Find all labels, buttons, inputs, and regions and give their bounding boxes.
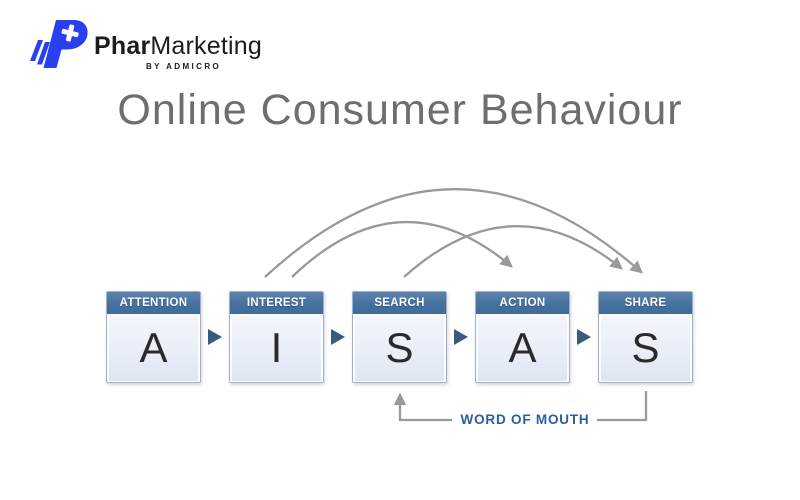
brand-text: PharMarketing BY ADMICRO — [94, 32, 262, 71]
brand-tagline: BY ADMICRO — [146, 62, 222, 71]
wom-left-connector — [393, 392, 452, 422]
stage-letter: A — [508, 323, 537, 371]
stage-label: ACTION — [476, 292, 569, 314]
pharmarketing-p-icon — [30, 20, 88, 68]
word-of-mouth-label: WORD OF MOUTH — [460, 412, 590, 427]
flow-arrow-icon — [454, 329, 468, 345]
arc-interest-to-share — [264, 188, 643, 278]
brand-name-bold: Phar — [94, 32, 151, 60]
wom-right-connector — [597, 391, 648, 422]
stage-box-action: ACTION A — [475, 291, 570, 383]
flow-arrow-icon — [208, 329, 222, 345]
stage-box-interest: INTEREST I — [229, 291, 324, 383]
stage-letter: S — [385, 323, 414, 371]
stage-label: INTEREST — [230, 292, 323, 314]
stage-label: ATTENTION — [107, 292, 200, 314]
brand-name-regular: Marketing — [150, 32, 262, 60]
flow-arrow-icon — [331, 329, 345, 345]
stage-box-search: SEARCH S — [352, 291, 447, 383]
brand-name: PharMarketing — [94, 32, 262, 61]
stage-letter: I — [270, 323, 283, 371]
arc-interest-to-action — [291, 220, 513, 278]
stage-box-attention: ATTENTION A — [106, 291, 201, 383]
stage-label: SEARCH — [353, 292, 446, 314]
stage-label: SHARE — [599, 292, 692, 314]
arc-search-to-share — [403, 224, 623, 278]
page-title: Online Consumer Behaviour — [117, 86, 683, 134]
stage-letter: A — [139, 323, 168, 371]
flow-arrow-icon — [577, 329, 591, 345]
stage-letter: S — [631, 323, 660, 371]
stage-box-share: SHARE S — [598, 291, 693, 383]
pharmarketing-logo: PharMarketing BY ADMICRO — [28, 12, 262, 71]
